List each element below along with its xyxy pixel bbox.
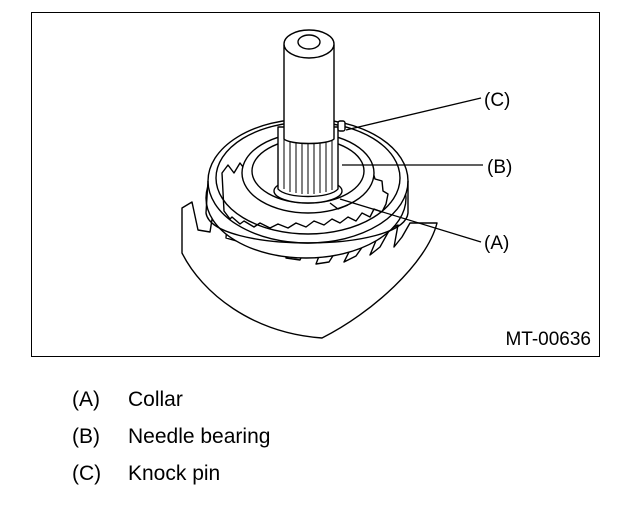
- legend-key: (C): [72, 462, 102, 485]
- figure-frame: (C) (B) (A) MT-00636: [31, 12, 600, 357]
- legend-key: (A): [72, 388, 100, 411]
- legend-item-knock-pin: (C) Knock pin: [72, 462, 270, 499]
- leader-line-a: [339, 198, 482, 243]
- legend-text: Knock pin: [128, 462, 221, 485]
- legend-item-collar: (A) Collar: [72, 388, 270, 425]
- callout-a: (A): [484, 233, 510, 254]
- legend-key: (B): [72, 425, 100, 448]
- legend-text: Collar: [128, 388, 183, 411]
- callout-c: (C): [484, 90, 511, 111]
- legend: (A) Collar (B) Needle bearing (C) Knock …: [72, 388, 270, 499]
- shaft: [283, 44, 335, 145]
- legend-item-needle-bearing: (B) Needle bearing: [72, 425, 270, 462]
- legend-text: Needle bearing: [128, 425, 271, 448]
- knock-pin: [337, 120, 346, 132]
- figure-code: MT-00636: [505, 329, 591, 350]
- leader-line-c: [345, 97, 482, 131]
- callout-b: (B): [487, 157, 513, 178]
- gear-shaft-illustration: [181, 29, 483, 339]
